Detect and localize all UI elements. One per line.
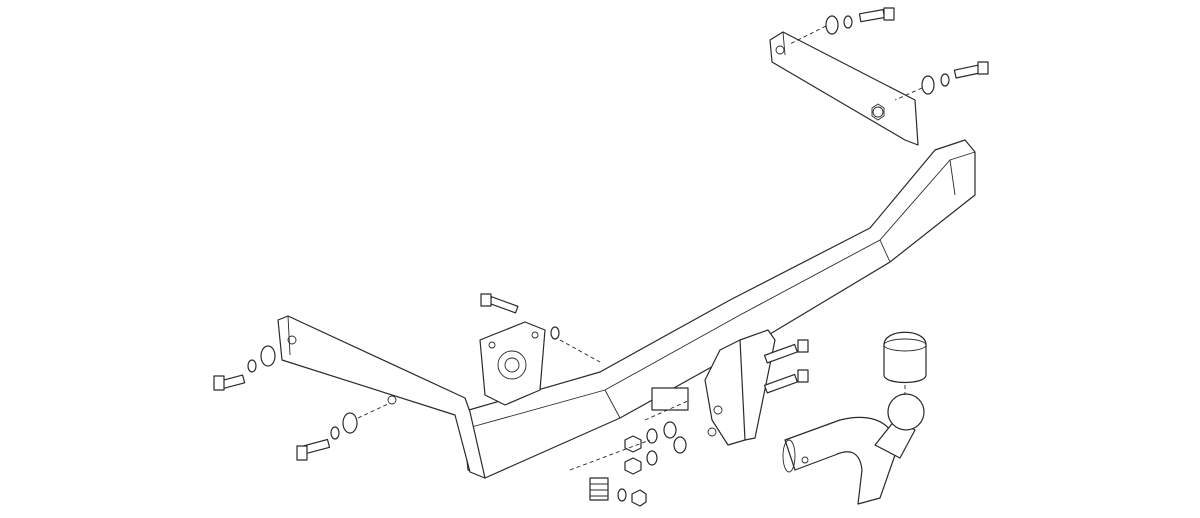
bolt-top-right-2 (894, 61, 989, 101)
tow-ball-hitch (782, 331, 927, 505)
bolt-top-right-1 (789, 7, 895, 45)
bolt-left-2 (296, 403, 389, 461)
bolt-set (213, 7, 989, 507)
socket-plate (479, 321, 546, 406)
bolt-socket (480, 293, 519, 314)
left-mounting-bracket (277, 315, 486, 479)
right-mounting-bracket (769, 31, 919, 146)
bolt-left-1 (213, 345, 276, 391)
nuts-washers-hitch (569, 399, 691, 475)
ball-cover-cap (883, 331, 927, 395)
washer-socket (550, 326, 601, 363)
bolts-hitch (763, 339, 809, 394)
spring-bolt (589, 477, 647, 507)
